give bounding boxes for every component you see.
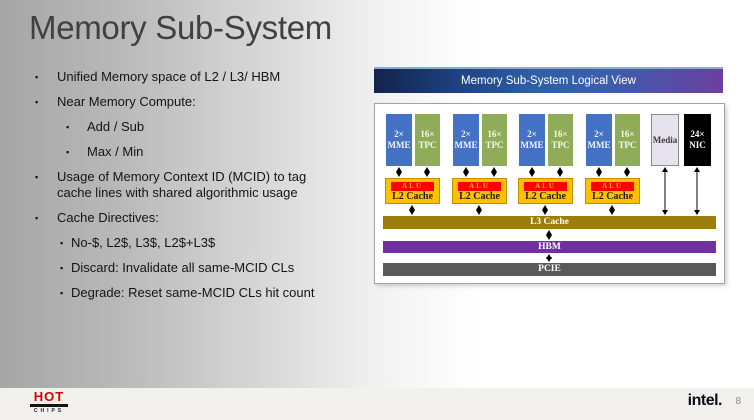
bullet-text: Discard: Invalidate all same-MCID CLs [71,260,295,275]
bullet-marker: ▪ [35,97,39,107]
mme-box: 2×MME [519,114,545,166]
bullet-text: Degrade: Reset same-MCID CLs hit count [71,285,315,300]
hot-chips-logo: HOT CHIPS [30,389,68,414]
hbm-bar: HBM [383,241,716,253]
bullet-text: Unified Memory space of L2 / L3/ HBM [57,69,281,84]
l2-cache-box: ALU L2 Cache [452,178,507,204]
bullet-text: Near Memory Compute: [57,94,196,109]
list-item: ▪ Near Memory Compute: [35,94,337,110]
l2-cache-label: L2 Cache [392,191,433,202]
bullet-marker: ▪ [60,263,64,273]
tpc-count: 16× [553,129,568,139]
alu-bar: ALU [458,182,501,191]
hot-chips-logo-hot: HOT [33,389,65,404]
mme-box: 2×MME [453,114,479,166]
hot-chips-logo-chips: CHIPS [33,408,65,414]
tpc-label: TPC [485,140,504,150]
list-item: ▪ Cache Directives: [35,210,337,226]
mme-box: 2×MME [586,114,612,166]
page-title: Memory Sub-System [29,9,332,46]
list-item: ▪ Add / Sub [66,119,337,135]
tpc-count: 16× [487,129,502,139]
hot-chips-logo-bar [30,404,68,407]
media-label: Media [652,134,678,145]
mme-label: MME [587,140,611,150]
l2-cache-box: ALU L2 Cache [385,178,440,204]
bullet-marker: ▪ [66,147,70,157]
bullet-text: No-$, L2$, L3$, L2$+L3$ [71,235,216,250]
tpc-box: 16×TPC [482,114,507,166]
mme-label: MME [520,140,544,150]
list-item: ▪ Discard: Invalidate all same-MCID CLs [60,260,337,276]
alu-bar: ALU [391,182,434,191]
mme-count: 2× [527,129,537,139]
alu-bar: ALU [524,182,567,191]
bullet-text: Cache Directives: [57,210,159,225]
l2-cache-label: L2 Cache [592,191,633,202]
tpc-box: 16×TPC [415,114,440,166]
l3-cache-bar: L3 Cache [383,216,716,229]
mme-box: 2×MME [386,114,412,166]
diagram-title-bar: Memory Sub-System Logical View [374,67,723,93]
tpc-label: TPC [551,140,570,150]
diagram-title: Memory Sub-System Logical View [461,75,636,87]
l2-cache-box: ALU L2 Cache [585,178,640,204]
memory-subsystem-diagram: 2×MME 16×TPC ALU L2 Cache 2×MME 16×TPC A… [374,103,725,284]
tpc-count: 16× [620,129,635,139]
list-item: ▪ Unified Memory space of L2 / L3/ HBM [35,69,337,85]
list-item: ▪ No-$, L2$, L3$, L2$+L3$ [60,235,337,251]
l2-cache-box: ALU L2 Cache [518,178,573,204]
bullet-text: Usage of Memory Context ID (MCID) to tag… [57,169,307,200]
bullet-marker: ▪ [35,172,39,182]
tpc-box: 16×TPC [548,114,573,166]
pcie-bar: PCIE [383,263,716,276]
nic-count: 24× [690,129,705,139]
l2-cache-label: L2 Cache [459,191,500,202]
bullet-text: Max / Min [87,144,144,159]
bullet-list: ▪ Unified Memory space of L2 / L3/ HBM ▪ N… [35,69,337,310]
bullet-marker: ▪ [66,122,70,132]
list-item: ▪ Max / Min [66,144,337,160]
mme-label: MME [387,140,411,150]
intel-logo: intel. [687,392,723,409]
bullet-text: Add / Sub [87,119,145,134]
list-item: ▪ Usage of Memory Context ID (MCID) to ta… [35,169,337,201]
nic-box: 24×NIC [684,114,711,166]
l2-cache-label: L2 Cache [525,191,566,202]
bullet-marker: ▪ [35,72,39,82]
tpc-box: 16×TPC [615,114,640,166]
alu-bar: ALU [591,182,634,191]
list-item: ▪ Degrade: Reset same-MCID CLs hit count [60,285,337,301]
mme-label: MME [454,140,478,150]
tpc-count: 16× [420,129,435,139]
tpc-label: TPC [618,140,637,150]
mme-count: 2× [394,129,404,139]
mme-count: 2× [594,129,604,139]
bullet-marker: ▪ [60,288,64,298]
footer-strip: HOT CHIPS intel. 8 [0,388,754,420]
media-box: Media [651,114,679,166]
bullet-marker: ▪ [35,213,39,223]
page-number: 8 [735,396,741,407]
mme-count: 2× [461,129,471,139]
tpc-label: TPC [418,140,437,150]
bullet-marker: ▪ [60,238,64,248]
nic-label: NIC [689,140,706,150]
